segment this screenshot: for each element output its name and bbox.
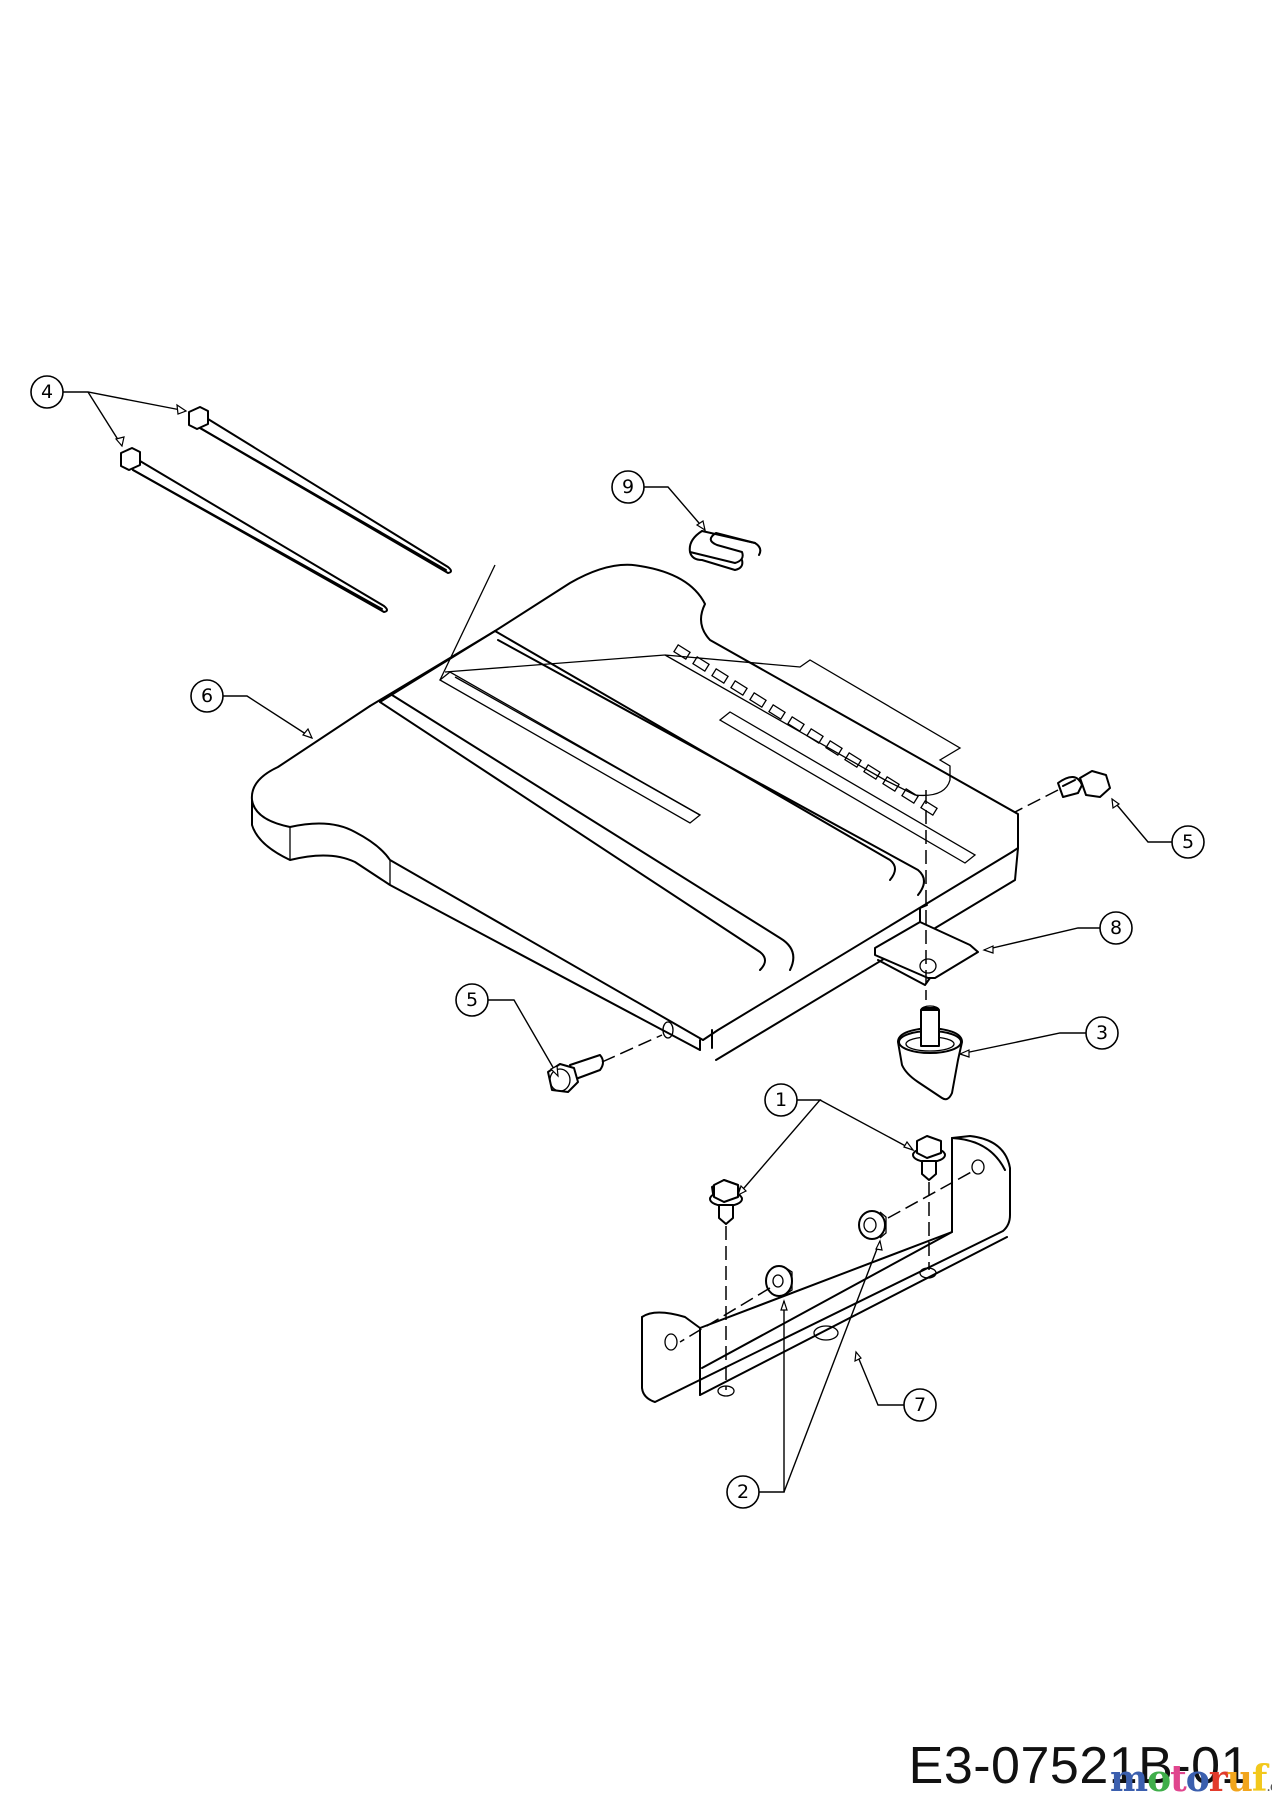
callout-4[interactable]: 4 (30, 375, 188, 448)
watermark-letter: m (1110, 1758, 1148, 1800)
watermark-suffix: .de (1266, 1779, 1272, 1795)
adjustment-knob-part (897, 1005, 963, 1101)
cable-tie-part (120, 406, 452, 613)
svg-text:5: 5 (1182, 831, 1194, 853)
slide-bracket-part (874, 790, 979, 1000)
vent-slots (673, 644, 938, 816)
svg-text:8: 8 (1110, 917, 1122, 939)
hex-flange-nut-left-part (679, 1265, 793, 1343)
svg-text:3: 3 (1096, 1022, 1108, 1044)
hex-flange-bolt-right-part (912, 1135, 946, 1270)
hex-flange-nut-right-part (858, 1169, 976, 1240)
u-clip-part (688, 530, 762, 571)
drawing-number: E3-07521B-01 (908, 1737, 1250, 1795)
watermark-letter: r (1208, 1758, 1228, 1800)
svg-text:9: 9 (622, 476, 634, 498)
watermark-letter: f (1251, 1758, 1267, 1800)
callout-6[interactable]: 6 (190, 679, 314, 739)
svg-text:2: 2 (737, 1481, 749, 1503)
watermark-letter: o (1185, 1758, 1210, 1800)
seat-pan-plate-part (250, 563, 1019, 1061)
svg-text:1: 1 (775, 1089, 787, 1111)
callout-1[interactable]: 1 (736, 1083, 915, 1197)
svg-text:4: 4 (41, 381, 53, 403)
watermark-letter: t (1170, 1758, 1187, 1800)
callout-7[interactable]: 7 (854, 1350, 937, 1422)
watermark-logo: motoruf.de (1110, 1758, 1272, 1800)
watermark-letter: u (1226, 1758, 1253, 1800)
svg-text:5: 5 (466, 989, 478, 1011)
callout-3[interactable]: 3 (958, 1016, 1119, 1058)
callout-5-left[interactable]: 5 (455, 983, 559, 1078)
callout-9[interactable]: 9 (611, 470, 706, 532)
hex-flange-bolt-left-part (709, 1179, 743, 1390)
callout-5-right[interactable]: 5 (1111, 797, 1205, 859)
shoulder-bolt-left-part (547, 1034, 663, 1093)
callout-8[interactable]: 8 (982, 911, 1133, 954)
svg-text:7: 7 (914, 1394, 926, 1416)
shoulder-bolt-right-part (1014, 770, 1111, 813)
svg-text:6: 6 (201, 685, 213, 707)
watermark-letter: o (1147, 1758, 1171, 1800)
callout-2[interactable]: 2 (726, 1239, 883, 1509)
u-mounting-bracket-part (641, 1135, 1011, 1403)
